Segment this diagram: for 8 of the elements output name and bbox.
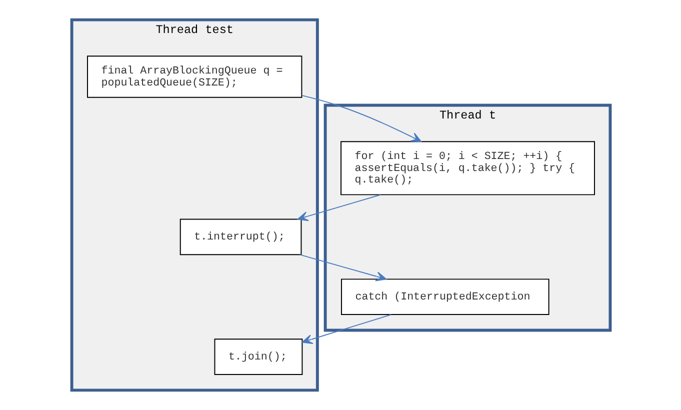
arrow xyxy=(300,94,422,142)
arrow xyxy=(296,194,381,222)
node-box: t.join(); xyxy=(214,338,302,375)
arrow xyxy=(298,254,386,282)
node-box: t.interrupt(); xyxy=(179,218,302,256)
node-box: for (int i = 0; i < SIZE; ++i) { assertEquals(i, q.take()); } try { q.take(); xyxy=(340,141,594,196)
node-box: final ArrayBlockingQueue q = populatedQueue(SIZE); xyxy=(86,56,302,98)
node-box: catch (InterruptedException xyxy=(340,278,549,316)
